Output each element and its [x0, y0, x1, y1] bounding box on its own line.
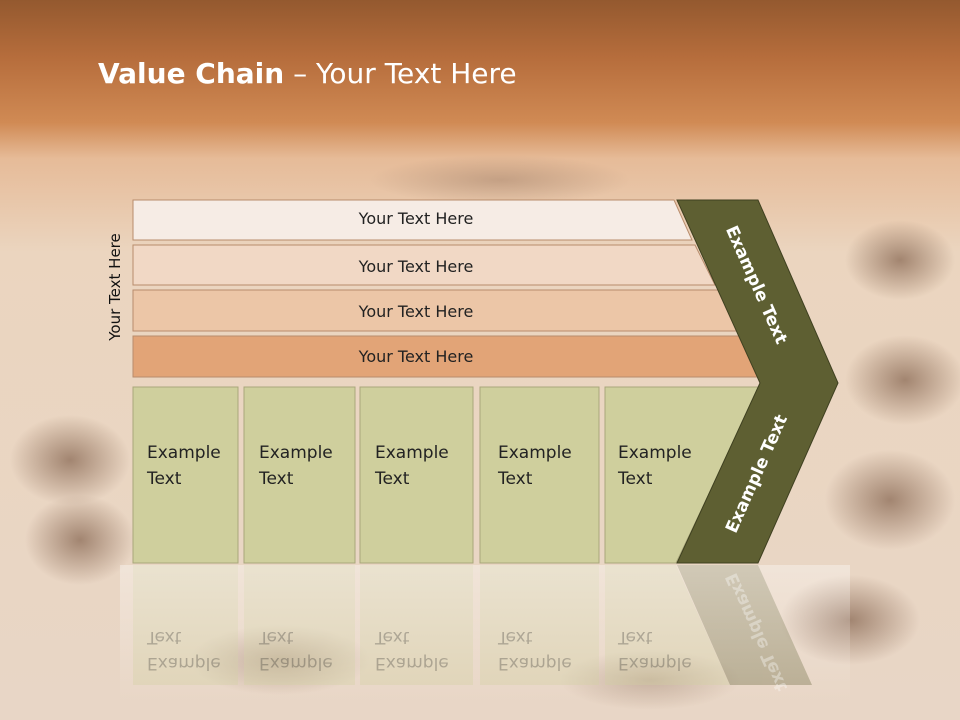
column-2-reflection-line2: Text — [259, 627, 294, 647]
column-4-text: Example Text — [498, 440, 572, 492]
row-bar-4-label: Your Text Here — [358, 347, 474, 366]
column-4-reflection-line2: Text — [498, 627, 533, 647]
column-4-reflection: Example Text — [498, 624, 572, 676]
column-3-text: Example Text — [375, 440, 449, 492]
column-5-line2: Text — [618, 469, 653, 489]
column-5-reflection: Example Text — [618, 624, 692, 676]
column-3-line2: Text — [375, 469, 410, 489]
slide-title-rest: – Your Text Here — [284, 57, 517, 90]
column-box-2 — [243, 386, 356, 564]
column-3-line1: Example — [375, 443, 449, 463]
column-1-reflection-line1: Example — [147, 653, 221, 673]
row-bar-2-label: Your Text Here — [358, 257, 474, 276]
column-3-reflection: Example Text — [375, 624, 449, 676]
column-1-reflection: Example Text — [147, 624, 221, 676]
column-1-line2: Text — [147, 469, 182, 489]
column-4-reflection-line1: Example — [498, 653, 572, 673]
row-bar-3-label: Your Text Here — [358, 302, 474, 321]
column-5-line1: Example — [618, 443, 692, 463]
column-2-line1: Example — [259, 443, 333, 463]
column-2-text: Example Text — [259, 440, 333, 492]
row-bar-2 — [132, 244, 716, 286]
column-2-reflection-line1: Example — [259, 653, 333, 673]
column-1-line1: Example — [147, 443, 221, 463]
column-box-1 — [132, 386, 239, 564]
slide-title: Value Chain – Your Text Here — [98, 52, 517, 96]
column-5-reflection-line2: Text — [618, 627, 653, 647]
column-2-line2: Text — [259, 469, 294, 489]
column-4-line1: Example — [498, 443, 572, 463]
column-5-reflection-line1: Example — [618, 653, 692, 673]
column-box-4 — [479, 386, 600, 564]
row-bar-1 — [132, 199, 693, 241]
slide-title-bold: Value Chain — [98, 57, 285, 90]
column-3-reflection-line1: Example — [375, 653, 449, 673]
column-2-reflection: Example Text — [259, 624, 333, 676]
chevron-arrow — [676, 199, 839, 564]
column-1-text: Example Text — [147, 440, 221, 492]
column-box-3 — [359, 386, 474, 564]
column-3-reflection-line2: Text — [375, 627, 410, 647]
row-bar-1-label: Your Text Here — [358, 209, 474, 228]
column-4-line2: Text — [498, 469, 533, 489]
column-box-5 — [604, 386, 761, 564]
column-5-text: Example Text — [618, 440, 692, 492]
side-label: Your Text Here — [106, 233, 124, 341]
column-1-reflection-line2: Text — [147, 627, 182, 647]
